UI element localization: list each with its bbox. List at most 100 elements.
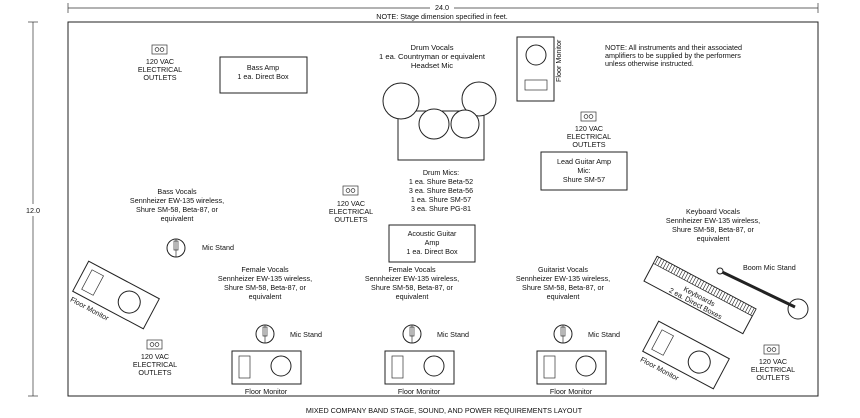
svg-text:ELECTRICAL: ELECTRICAL — [138, 65, 182, 74]
svg-text:Keyboard Vocals: Keyboard Vocals — [686, 207, 740, 216]
drum-mics-text: Drum Mics: 1 ea. Shure Beta-52 3 ea. Shu… — [409, 168, 473, 213]
svg-text:Female Vocals: Female Vocals — [241, 265, 289, 274]
bass-amp-box: Bass Amp 1 ea. Direct Box — [219, 56, 308, 94]
drum-cymbal-left — [382, 82, 420, 120]
svg-text:Drum Vocals: Drum Vocals — [410, 43, 453, 52]
drum-cymbal-right — [461, 81, 497, 117]
stage-outline — [67, 21, 819, 397]
svg-text:1 ea. Direct Box: 1 ea. Direct Box — [237, 72, 289, 81]
svg-text:Sennheizer EW-135 wireless,: Sennheizer EW-135 wireless, — [218, 274, 312, 283]
svg-text:120 VAC: 120 VAC — [759, 357, 787, 366]
drum-tom-left — [418, 108, 450, 140]
svg-text:Sennheizer EW-135 wireless,: Sennheizer EW-135 wireless, — [666, 216, 760, 225]
svg-text:unless otherwise instructed.: unless otherwise instructed. — [605, 59, 694, 68]
depth-label: 12.0 — [26, 206, 40, 215]
svg-text:1 ea. Shure Beta-52: 1 ea. Shure Beta-52 — [409, 177, 473, 186]
drum-vocals-text: Drum Vocals 1 ea. Countryman or equivale… — [379, 43, 486, 70]
svg-text:3 ea. Shure PG-81: 3 ea. Shure PG-81 — [411, 204, 471, 213]
lead-guitar-amp-box: Lead Guitar Amp Mic: Shure SM-57 — [540, 151, 628, 191]
outlet-icon — [342, 185, 359, 196]
svg-text:OUTLETS: OUTLETS — [138, 368, 171, 377]
svg-text:Drum Mics:: Drum Mics: — [423, 168, 459, 177]
svg-text:Shure SM-57: Shure SM-57 — [563, 175, 605, 184]
svg-text:Acoustic Guitar: Acoustic Guitar — [408, 229, 457, 238]
outlet-icon — [151, 44, 168, 55]
female-vocals-2-floor-monitor: Floor Monitor — [384, 350, 455, 396]
svg-text:Shure SM-58, Beta-87, or: Shure SM-58, Beta-87, or — [224, 283, 307, 292]
instruments-note: NOTE: All instruments and their associat… — [605, 43, 742, 68]
svg-text:ELECTRICAL: ELECTRICAL — [133, 360, 177, 369]
svg-text:1 ea. Shure SM-57: 1 ea. Shure SM-57 — [411, 195, 471, 204]
svg-text:Mic Stand: Mic Stand — [437, 330, 469, 339]
keyboard-vocals-text: Keyboard Vocals Sennheizer EW-135 wirele… — [666, 207, 760, 243]
outlet-bottom-left: 120 VAC ELECTRICAL OUTLETS — [133, 339, 177, 377]
svg-text:Mic Stand: Mic Stand — [202, 243, 234, 252]
outlet-lead-guitar: 120 VAC ELECTRICAL OUTLETS — [567, 111, 611, 149]
svg-text:3 ea. Shure Beta-56: 3 ea. Shure Beta-56 — [409, 186, 473, 195]
svg-text:ELECTRICAL: ELECTRICAL — [567, 132, 611, 141]
svg-text:1 ea. Countryman or equivalent: 1 ea. Countryman or equivalent — [379, 52, 486, 61]
svg-text:OUTLETS: OUTLETS — [756, 373, 789, 382]
outlet-icon — [146, 339, 163, 350]
width-label: 24.0 — [435, 3, 449, 12]
drum-kit — [382, 81, 497, 161]
svg-text:equivalent: equivalent — [697, 234, 730, 243]
svg-text:Amp: Amp — [425, 238, 440, 247]
floor-monitor-label: Floor Monitor — [639, 355, 681, 383]
left-floor-monitor: Floor Monitor — [69, 260, 160, 330]
svg-text:Boom Mic Stand: Boom Mic Stand — [743, 263, 796, 272]
female-vocals-1-floor-monitor: Floor Monitor — [231, 350, 302, 396]
floor-monitor-label: Floor Monitor — [554, 39, 563, 82]
stage-dimension-note: NOTE: Stage dimension specified in feet. — [376, 12, 507, 21]
svg-text:Mic Stand: Mic Stand — [290, 330, 322, 339]
outlet-bottom-right: 120 VAC ELECTRICAL OUTLETS — [751, 344, 795, 382]
svg-text:equivalent: equivalent — [249, 292, 282, 301]
guitarist-floor-monitor: Floor Monitor — [536, 350, 607, 396]
female-vocals-1-mic-stand: Mic Stand — [255, 324, 322, 344]
svg-text:Mic Stand: Mic Stand — [588, 330, 620, 339]
floor-monitor-label: Floor Monitor — [245, 387, 288, 396]
svg-text:OUTLETS: OUTLETS — [334, 215, 367, 224]
svg-text:Mic:: Mic: — [577, 166, 590, 175]
acoustic-guitar-amp-box: Acoustic Guitar Amp 1 ea. Direct Box — [388, 224, 476, 263]
floor-monitor-label: Floor Monitor — [398, 387, 441, 396]
svg-text:Shure SM-58, Beta-87, or: Shure SM-58, Beta-87, or — [522, 283, 605, 292]
outlet-top-left: 120 VAC ELECTRICAL OUTLETS — [138, 44, 182, 82]
svg-text:1 ea. Direct Box: 1 ea. Direct Box — [406, 247, 458, 256]
female-vocals-2-text: Female Vocals Sennheizer EW-135 wireless… — [365, 265, 459, 301]
svg-text:Shure SM-58, Beta-87, or: Shure SM-58, Beta-87, or — [672, 225, 755, 234]
svg-text:120 VAC: 120 VAC — [575, 124, 603, 133]
svg-text:ELECTRICAL: ELECTRICAL — [751, 365, 795, 374]
svg-text:OUTLETS: OUTLETS — [572, 140, 605, 149]
drum-tom-right — [450, 109, 480, 139]
bass-mic-stand: Mic Stand — [166, 238, 234, 258]
right-floor-monitor: Floor Monitor — [639, 320, 730, 390]
guitarist-vocals-text: Guitarist Vocals Sennheizer EW-135 wirel… — [516, 265, 610, 301]
guitarist-mic-stand: Mic Stand — [553, 324, 620, 344]
boom-mic-stand: Boom Mic Stand — [716, 263, 809, 320]
svg-text:equivalent: equivalent — [161, 214, 194, 223]
svg-text:Bass Vocals: Bass Vocals — [157, 187, 197, 196]
svg-text:Sennheizer EW-135 wireless,: Sennheizer EW-135 wireless, — [130, 196, 224, 205]
svg-text:Shure SM-58, Beta-87, or: Shure SM-58, Beta-87, or — [136, 205, 219, 214]
floor-monitor-label: Floor Monitor — [69, 295, 111, 323]
svg-text:OUTLETS: OUTLETS — [143, 73, 176, 82]
svg-text:Headset Mic: Headset Mic — [411, 61, 453, 70]
svg-text:Female Vocals: Female Vocals — [388, 265, 436, 274]
svg-text:120 VAC: 120 VAC — [337, 199, 365, 208]
outlet-center: 120 VAC ELECTRICAL OUTLETS — [329, 185, 373, 224]
svg-text:Bass Amp: Bass Amp — [247, 63, 279, 72]
svg-text:equivalent: equivalent — [396, 292, 429, 301]
svg-text:amplifiers to be supplied by t: amplifiers to be supplied by the perform… — [605, 51, 741, 60]
svg-text:ELECTRICAL: ELECTRICAL — [329, 207, 373, 216]
female-vocals-2-mic-stand: Mic Stand — [402, 324, 469, 344]
svg-text:120 VAC: 120 VAC — [141, 352, 169, 361]
svg-text:equivalent: equivalent — [547, 292, 580, 301]
svg-text:Guitarist Vocals: Guitarist Vocals — [538, 265, 588, 274]
outlet-icon — [763, 344, 780, 355]
svg-text:Sennheizer EW-135 wireless,: Sennheizer EW-135 wireless, — [516, 274, 610, 283]
svg-text:Sennheizer EW-135 wireless,: Sennheizer EW-135 wireless, — [365, 274, 459, 283]
outlet-icon — [580, 111, 597, 122]
